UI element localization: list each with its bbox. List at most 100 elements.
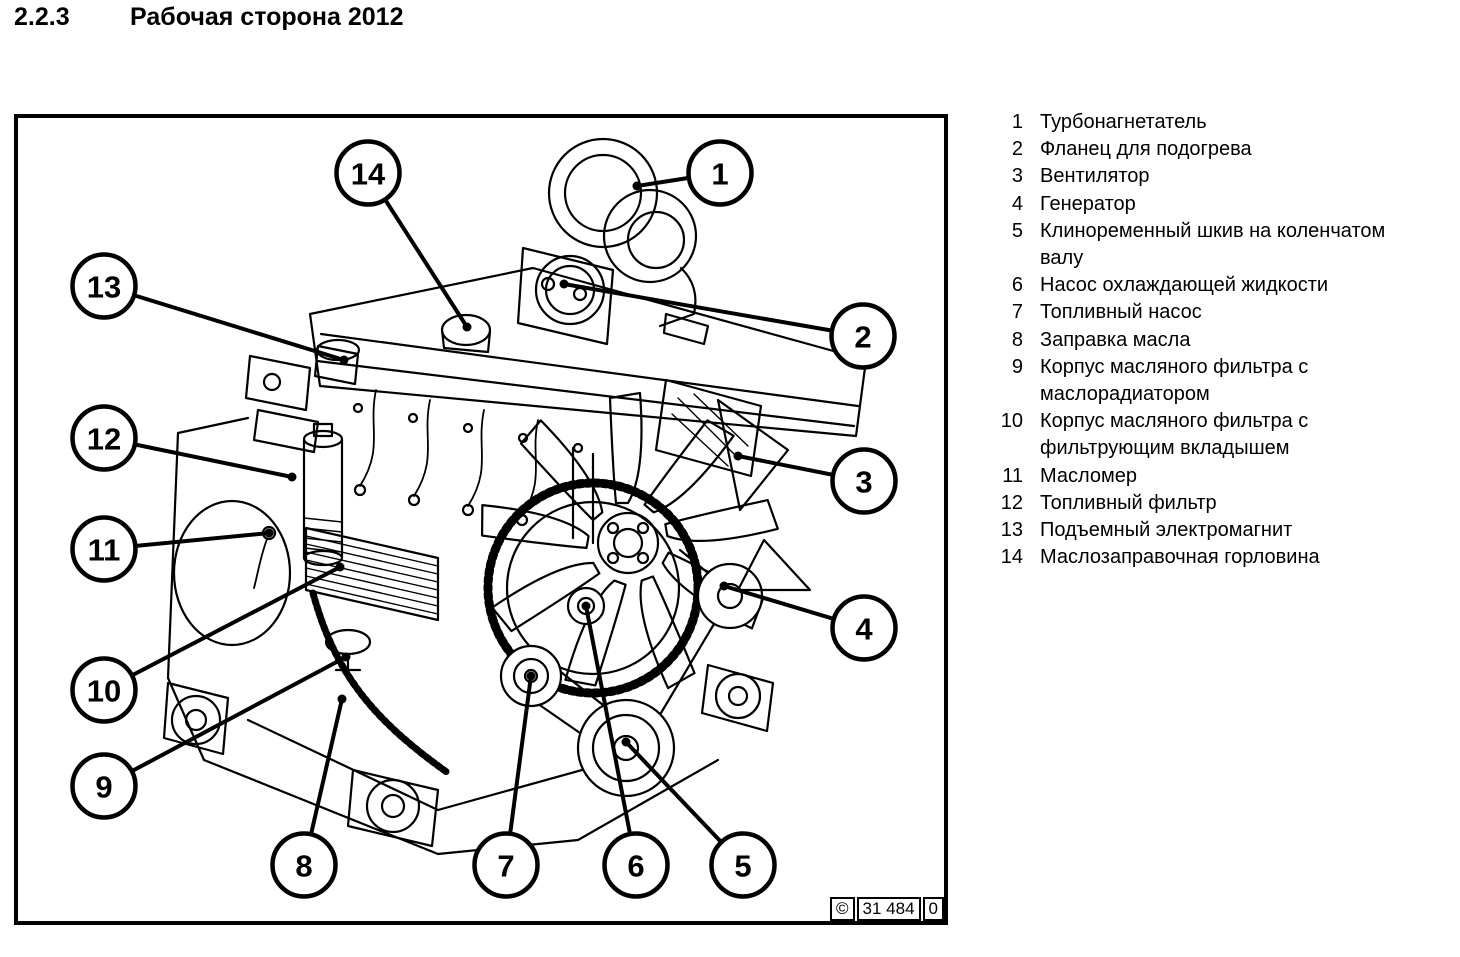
legend-item-text: Генератор <box>1040 192 1136 215</box>
callout-endpoint-dot <box>339 355 349 365</box>
legend-item: 13 Подъемный электромагнит <box>995 517 1441 544</box>
legend-item-number: 5 <box>1011 219 1023 242</box>
figure-number: 31 484 <box>856 897 921 921</box>
callout-leader-line <box>584 605 638 866</box>
callout-number: 5 <box>734 849 751 884</box>
callout-endpoint-dot <box>526 671 536 681</box>
callout-endpoint-dot <box>462 322 472 332</box>
legend-item-text: Топливный насос <box>1040 301 1202 324</box>
callout-number: 1 <box>711 157 728 192</box>
legend-item-number: 8 <box>1011 328 1023 351</box>
figure-stamp: © 31 484 0 <box>830 897 944 921</box>
callout-endpoint-dot <box>733 451 743 461</box>
callout-13: 13 <box>70 252 349 365</box>
legend-item-text: Маслозаправочная горловина <box>1040 546 1320 569</box>
callout-12: 12 <box>70 404 297 482</box>
callout-2: 2 <box>559 279 897 370</box>
callout-leader-line <box>103 284 345 362</box>
legend-item-number: 6 <box>1011 274 1023 297</box>
callout-endpoint-dot <box>341 652 351 662</box>
callout-circle <box>829 302 897 370</box>
callout-9: 9 <box>70 652 351 820</box>
callout-endpoint-dot <box>632 181 642 191</box>
callout-circle <box>70 515 138 583</box>
callout-endpoint-dot <box>337 694 347 704</box>
legend-item-text: Фланец для подогрева <box>1040 138 1252 161</box>
callout-number: 7 <box>497 849 514 884</box>
legend-item-number: 9 <box>1011 355 1023 378</box>
callout-endpoint-dot <box>335 562 345 572</box>
legend-item-text: Клиноременный шкив на коленчатом валу <box>1040 219 1386 270</box>
engine-sketch <box>162 137 868 856</box>
callout-circle <box>709 831 777 899</box>
callout-4: 4 <box>719 581 898 662</box>
callout-number: 13 <box>87 270 121 305</box>
callout-leader-line <box>103 565 341 692</box>
callout-circle <box>70 404 138 472</box>
callout-3: 3 <box>733 447 898 515</box>
copyright-icon: © <box>830 897 855 921</box>
callout-endpoint-dot <box>287 472 297 482</box>
page-title: 2.2.3 Рабочая сторона 2012 <box>14 3 404 32</box>
callout-circle <box>70 656 138 724</box>
legend-item: 1 Турбонагнетатель <box>995 109 1441 136</box>
callout-circle <box>686 139 754 207</box>
legend-item: 6 Насос охлаждающей жидкости <box>995 272 1441 299</box>
callout-circle <box>830 447 898 515</box>
callout-number: 14 <box>351 157 386 192</box>
callout-number: 2 <box>854 320 871 355</box>
legend-item: 8 Заправка масла <box>995 327 1441 354</box>
callout-number: 8 <box>295 849 312 884</box>
legend-item: 9 Корпус масляного фильтра с маслорадиато… <box>995 354 1441 408</box>
legend-item-number: 14 <box>1000 546 1023 569</box>
callout-14: 14 <box>334 139 472 332</box>
callout-number: 10 <box>87 674 121 709</box>
legend-item-number: 2 <box>1011 138 1023 161</box>
legend-item-text: Насос охлаждающей жидкости <box>1040 274 1329 297</box>
legend-item-number: 13 <box>1000 519 1023 542</box>
callout-endpoint-dot <box>719 581 729 591</box>
callout-circle <box>70 252 138 320</box>
legend-item-text: Корпус масляного фильтра с фильтрующим в… <box>1040 410 1309 460</box>
callout-circle <box>334 139 402 207</box>
legend-item-text: Масломер <box>1040 464 1138 487</box>
legend-item-number: 1 <box>1011 111 1023 133</box>
callout-8: 8 <box>270 694 347 899</box>
legend-item-text: Заправка масла <box>1040 328 1191 351</box>
legend-item-text: Корпус масляного фильтра с маслорадиатор… <box>1040 355 1309 406</box>
callout-endpoint-dot <box>559 279 569 289</box>
legend-item-number: 12 <box>1000 491 1023 514</box>
callout-1: 1 <box>632 139 754 207</box>
callout-6: 6 <box>581 601 670 899</box>
callout-number: 9 <box>95 770 112 805</box>
callout-endpoint-dot <box>581 601 591 611</box>
legend-item-number: 3 <box>1011 165 1023 188</box>
legend-item: 14 Маслозаправочная горловина <box>995 544 1441 571</box>
callout-endpoint-dot <box>264 528 274 538</box>
figure-revision: 0 <box>922 897 944 921</box>
callout-10: 10 <box>70 562 345 724</box>
callout-number: 11 <box>88 533 121 568</box>
section-number: 2.2.3 <box>14 3 70 31</box>
callout-circle <box>70 752 138 820</box>
legend-item: 12 Топливный фильтр <box>995 490 1441 517</box>
legend-item-text: Турбонагнетатель <box>1040 111 1207 133</box>
legend-item-text: Подъемный электромагнит <box>1040 519 1293 542</box>
callout-number: 4 <box>855 612 873 647</box>
callout-endpoint-dot <box>621 737 631 747</box>
legend-item-text: Топливный фильтр <box>1040 491 1217 514</box>
callout-5: 5 <box>621 737 777 899</box>
legend-item: 2 Фланец для подогрева <box>995 136 1441 163</box>
title-text: Рабочая сторона 2012 <box>130 3 404 31</box>
callout-number: 12 <box>87 422 121 457</box>
callout-circle <box>602 831 670 899</box>
